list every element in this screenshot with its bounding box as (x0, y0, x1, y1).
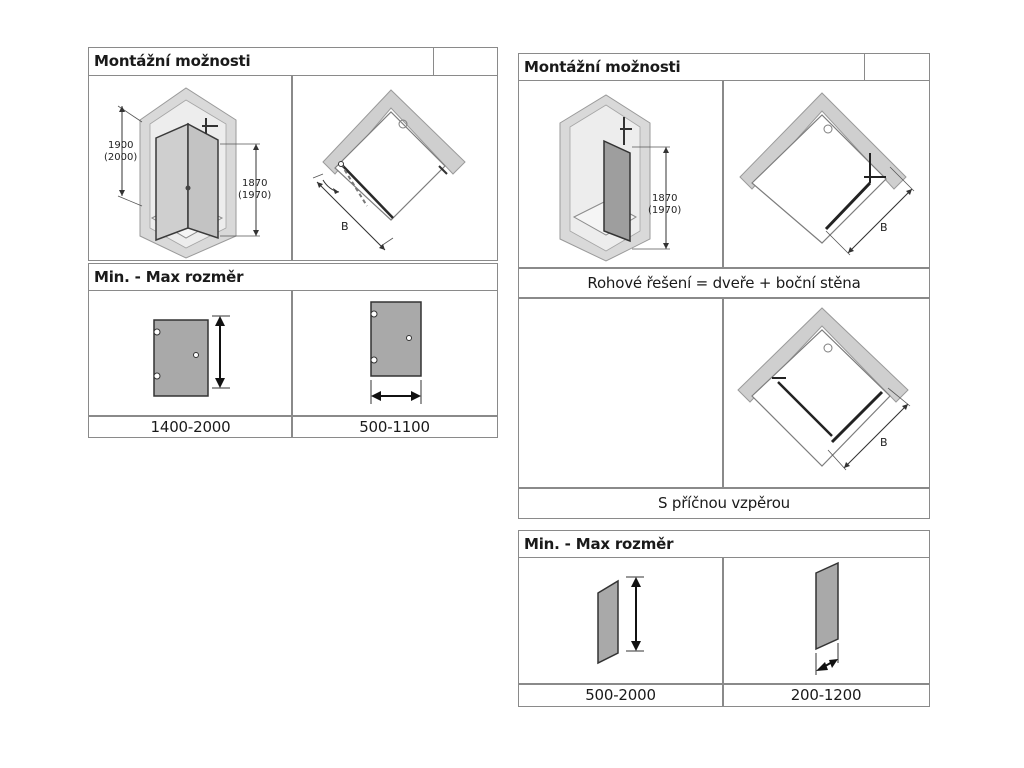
left-dim-height-b-alt: (1970) (238, 190, 271, 201)
left-size-table (88, 263, 498, 438)
right-size-caption-1: 500-2000 (585, 686, 656, 704)
right-panel-height-range-illustration (520, 559, 721, 682)
right-3d-side-panel-illustration: 1870 (1970) (520, 83, 721, 266)
right-mounting-title: Montážní možnosti (518, 53, 865, 81)
left-size-divider (291, 291, 293, 438)
left-mounting-title-blank-cell (434, 47, 498, 76)
left-mounting-table (88, 47, 498, 261)
right-mounting-caption-2-top-border (518, 487, 930, 489)
left-dim-height-a-alt: (2000) (104, 152, 137, 163)
right-size-caption-2: 200-1200 (790, 686, 862, 704)
right-size-table (518, 530, 930, 707)
right-mounting-title-blank-cell (865, 53, 930, 81)
left-size-title: Min. - Max rozměr (88, 263, 498, 291)
left-plan-dim-b: B (341, 220, 349, 233)
left-3d-shower-illustration: 1900 (2000) 1870 (1970) (90, 78, 290, 260)
right-size-divider (722, 558, 724, 707)
right-plan-dim-b: B (880, 221, 888, 234)
left-mounting-divider (291, 76, 293, 261)
left-size-caption-2: 500-1100 (359, 418, 430, 436)
left-plan-view-illustration: B (293, 78, 496, 260)
right-mounting-divider-bottom (722, 298, 724, 487)
left-door-width-range-illustration (293, 292, 496, 414)
right-size-title: Min. - Max rozměr (518, 530, 930, 558)
left-dim-height-a: 1900 (108, 140, 133, 151)
right-size-caption-row (518, 683, 930, 685)
right-plan-view-corner-illustration: B (724, 83, 928, 266)
right-panel-width-range-illustration (724, 559, 928, 682)
left-mounting-title: Montážní možnosti (88, 47, 434, 76)
right-mounting-divider-top (722, 81, 724, 267)
right-plan-view-brace-illustration: B (724, 300, 928, 486)
right-dim-height-b: 1870 (652, 193, 677, 204)
right-mounting-caption-2: S příčnou vzpěrou (658, 494, 790, 512)
right-plan-dim-b-2: B (880, 436, 888, 449)
right-mounting-caption-1-bottom-border (518, 297, 930, 299)
right-dim-height-b-alt: (1970) (648, 205, 681, 216)
left-dim-height-b: 1870 (242, 178, 267, 189)
right-mounting-table (518, 53, 930, 519)
left-size-caption-1: 1400-2000 (150, 418, 231, 436)
right-mounting-caption-1: Rohové řešení = dveře + boční stěna (587, 273, 861, 292)
right-mounting-caption-1-top-border (518, 267, 930, 269)
left-size-caption-row (88, 415, 498, 417)
left-door-height-range-illustration (90, 292, 290, 414)
